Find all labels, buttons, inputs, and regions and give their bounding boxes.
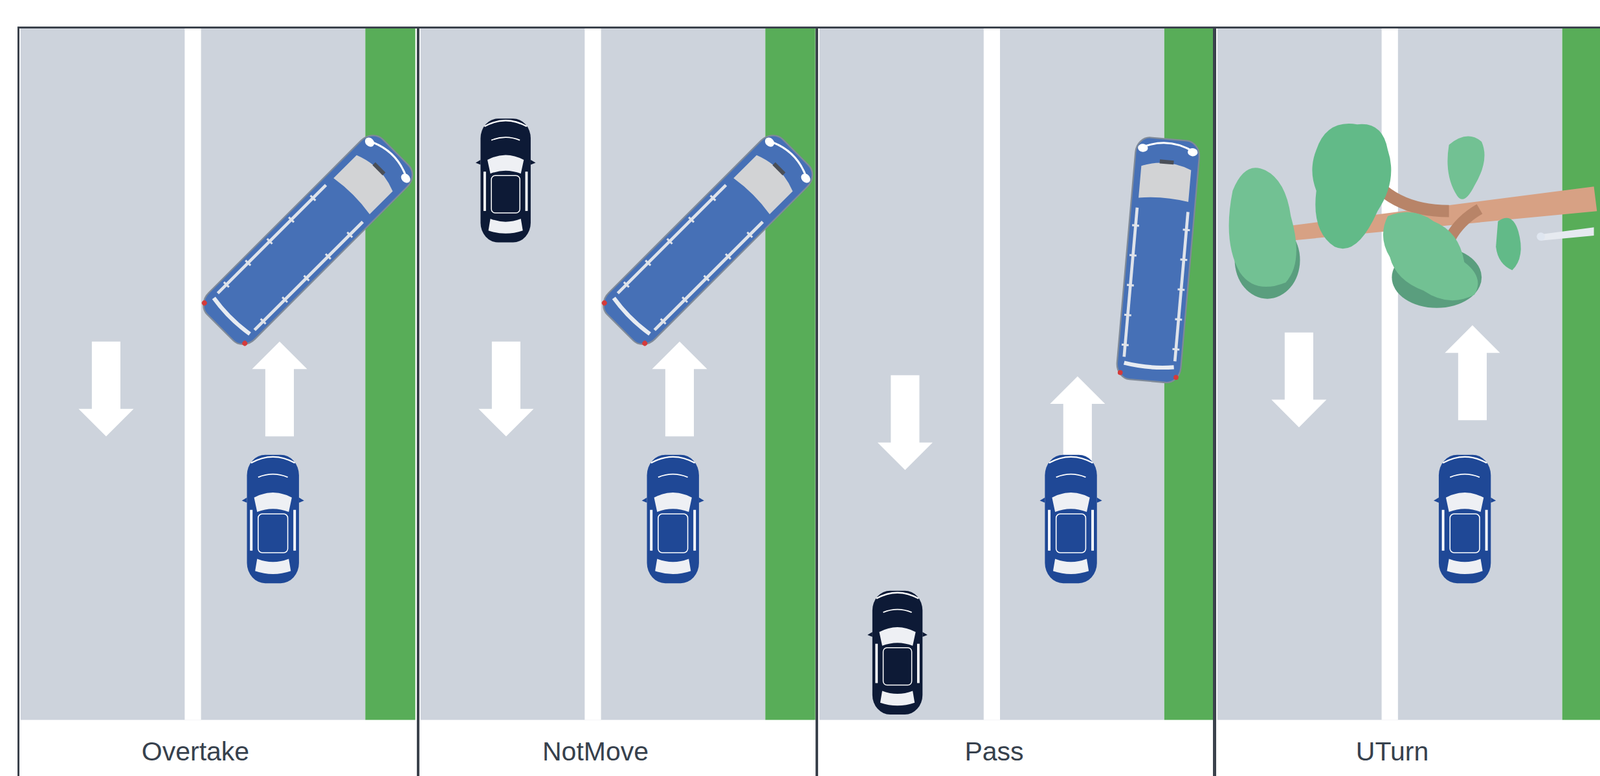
scene-notmove (420, 27, 819, 721)
scene-pass (819, 27, 1215, 721)
scenario-panel: UTurn (1214, 26, 1600, 776)
van (1115, 136, 1201, 384)
scenario-panel: Overtake (17, 26, 419, 776)
ego-car (642, 455, 705, 584)
scenario-label: NotMove (419, 722, 772, 776)
oncoming-car (867, 590, 928, 715)
lane-arrow (1271, 332, 1327, 428)
ego-car (242, 455, 305, 584)
van (597, 129, 819, 351)
lane-arrow (78, 341, 134, 437)
lane-arrow (651, 341, 707, 437)
road (20, 27, 416, 721)
scenario-panel: Pass (816, 26, 1215, 776)
lane-arrow (478, 341, 534, 437)
fallen-tree (1229, 123, 1598, 309)
road (819, 27, 1215, 721)
scenario-label: UTurn (1216, 722, 1569, 776)
road (420, 27, 816, 721)
van (197, 129, 419, 351)
lane-arrow (251, 341, 307, 437)
ego-car (1433, 455, 1496, 584)
scene-overtake (20, 27, 419, 721)
ego-car (1039, 455, 1102, 584)
oncoming-car (475, 118, 536, 243)
scenario-panel: NotMove (417, 26, 818, 776)
scenario-label: Overtake (19, 722, 372, 776)
lane-arrow (877, 375, 933, 471)
scenario-label: Pass (818, 722, 1171, 776)
lane-arrow (1444, 325, 1500, 421)
road (1217, 27, 1600, 721)
scene-uturn (1217, 27, 1600, 721)
